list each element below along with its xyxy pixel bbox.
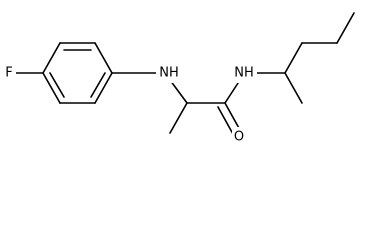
n-c-bond [169, 79, 188, 104]
molecule-structure: F NH NH O [2, 12, 355, 147]
methyl-bond [169, 102, 188, 134]
fluorine-label: F [5, 66, 12, 81]
label-bg [156, 63, 182, 83]
bonds [14, 12, 355, 135]
amine-label: NH [159, 66, 179, 81]
label-bg [231, 63, 257, 83]
amide-n-label: NH [234, 66, 254, 81]
amide-bond [224, 79, 241, 104]
ring-bond [42, 72, 61, 104]
carbonyl-bond [217, 106, 234, 135]
ring-bond [94, 72, 113, 104]
ring-double-bond [90, 72, 106, 98]
chain-bond [284, 42, 303, 74]
carbonyl-o-label: O [234, 130, 244, 145]
label-bg [232, 127, 246, 147]
atom-labels: F NH NH O [2, 63, 257, 147]
label-bg [2, 64, 16, 82]
ring-bond [42, 42, 61, 74]
ring-bond [94, 42, 113, 74]
chain-bond [336, 12, 355, 44]
ring-double-bond [49, 72, 65, 98]
carbonyl-bond [224, 102, 241, 131]
ch-methyl-bond [284, 72, 303, 104]
